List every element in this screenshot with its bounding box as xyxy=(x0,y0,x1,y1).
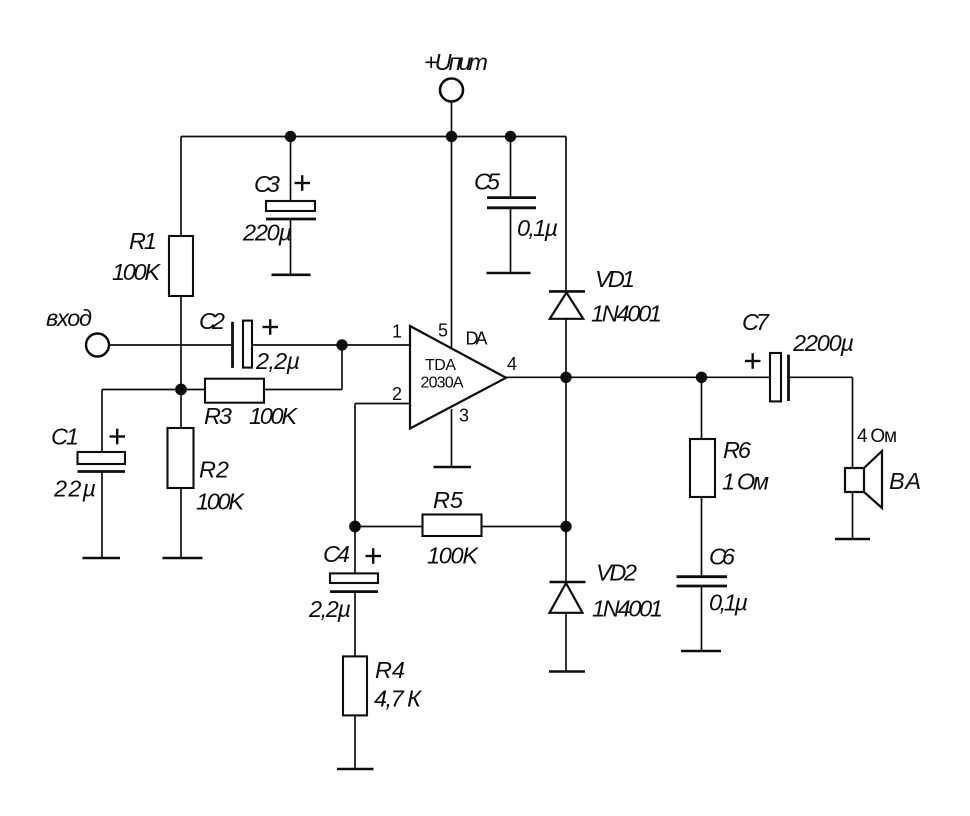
svg-text:2,2µ: 2,2µ xyxy=(308,596,351,622)
svg-text:100K: 100K xyxy=(112,259,161,285)
svg-text:C1: C1 xyxy=(51,424,79,450)
svg-text:C4: C4 xyxy=(323,541,350,567)
svg-text:VD2: VD2 xyxy=(596,560,637,586)
svg-text:+Uпит: +Uпит xyxy=(424,49,488,75)
svg-text:2030A: 2030A xyxy=(421,375,464,392)
svg-text:R2: R2 xyxy=(199,457,229,483)
svg-text:R4: R4 xyxy=(375,657,405,683)
svg-text:C6: C6 xyxy=(709,544,736,570)
svg-text:4,7 К: 4,7 К xyxy=(374,686,422,712)
svg-text:TDA: TDA xyxy=(425,357,456,374)
svg-text:VD1: VD1 xyxy=(595,266,635,292)
svg-text:100K: 100K xyxy=(196,489,245,515)
svg-text:DA: DA xyxy=(466,329,488,349)
svg-text:220µ: 220µ xyxy=(242,220,292,246)
svg-text:1: 1 xyxy=(392,322,402,342)
svg-text:C2: C2 xyxy=(199,308,225,334)
svg-text:100K: 100K xyxy=(427,543,479,569)
svg-text:4 Ом: 4 Ом xyxy=(857,426,897,447)
svg-text:BA: BA xyxy=(889,468,921,494)
svg-text:0,1µ: 0,1µ xyxy=(517,215,558,241)
svg-text:R6: R6 xyxy=(723,437,752,463)
svg-text:5: 5 xyxy=(438,321,448,341)
svg-text:1 Ом: 1 Ом xyxy=(722,469,769,495)
svg-text:1N4001: 1N4001 xyxy=(592,596,663,622)
svg-text:R3: R3 xyxy=(204,403,232,429)
svg-text:C3: C3 xyxy=(254,171,280,197)
svg-text:2,2µ: 2,2µ xyxy=(255,348,300,374)
svg-text:3: 3 xyxy=(459,406,469,426)
svg-text:4: 4 xyxy=(507,354,517,374)
svg-text:R1: R1 xyxy=(129,228,157,254)
svg-text:0,1µ: 0,1µ xyxy=(709,590,748,616)
svg-text:C5: C5 xyxy=(474,169,501,195)
svg-text:2200µ: 2200µ xyxy=(792,330,854,356)
svg-text:22µ: 22µ xyxy=(53,476,96,502)
svg-text:вход: вход xyxy=(46,305,92,331)
svg-text:C7: C7 xyxy=(742,309,770,335)
svg-text:1N4001: 1N4001 xyxy=(591,301,662,327)
svg-text:2: 2 xyxy=(392,384,402,404)
svg-text:R5: R5 xyxy=(433,487,464,513)
svg-text:100K: 100K xyxy=(249,403,298,429)
